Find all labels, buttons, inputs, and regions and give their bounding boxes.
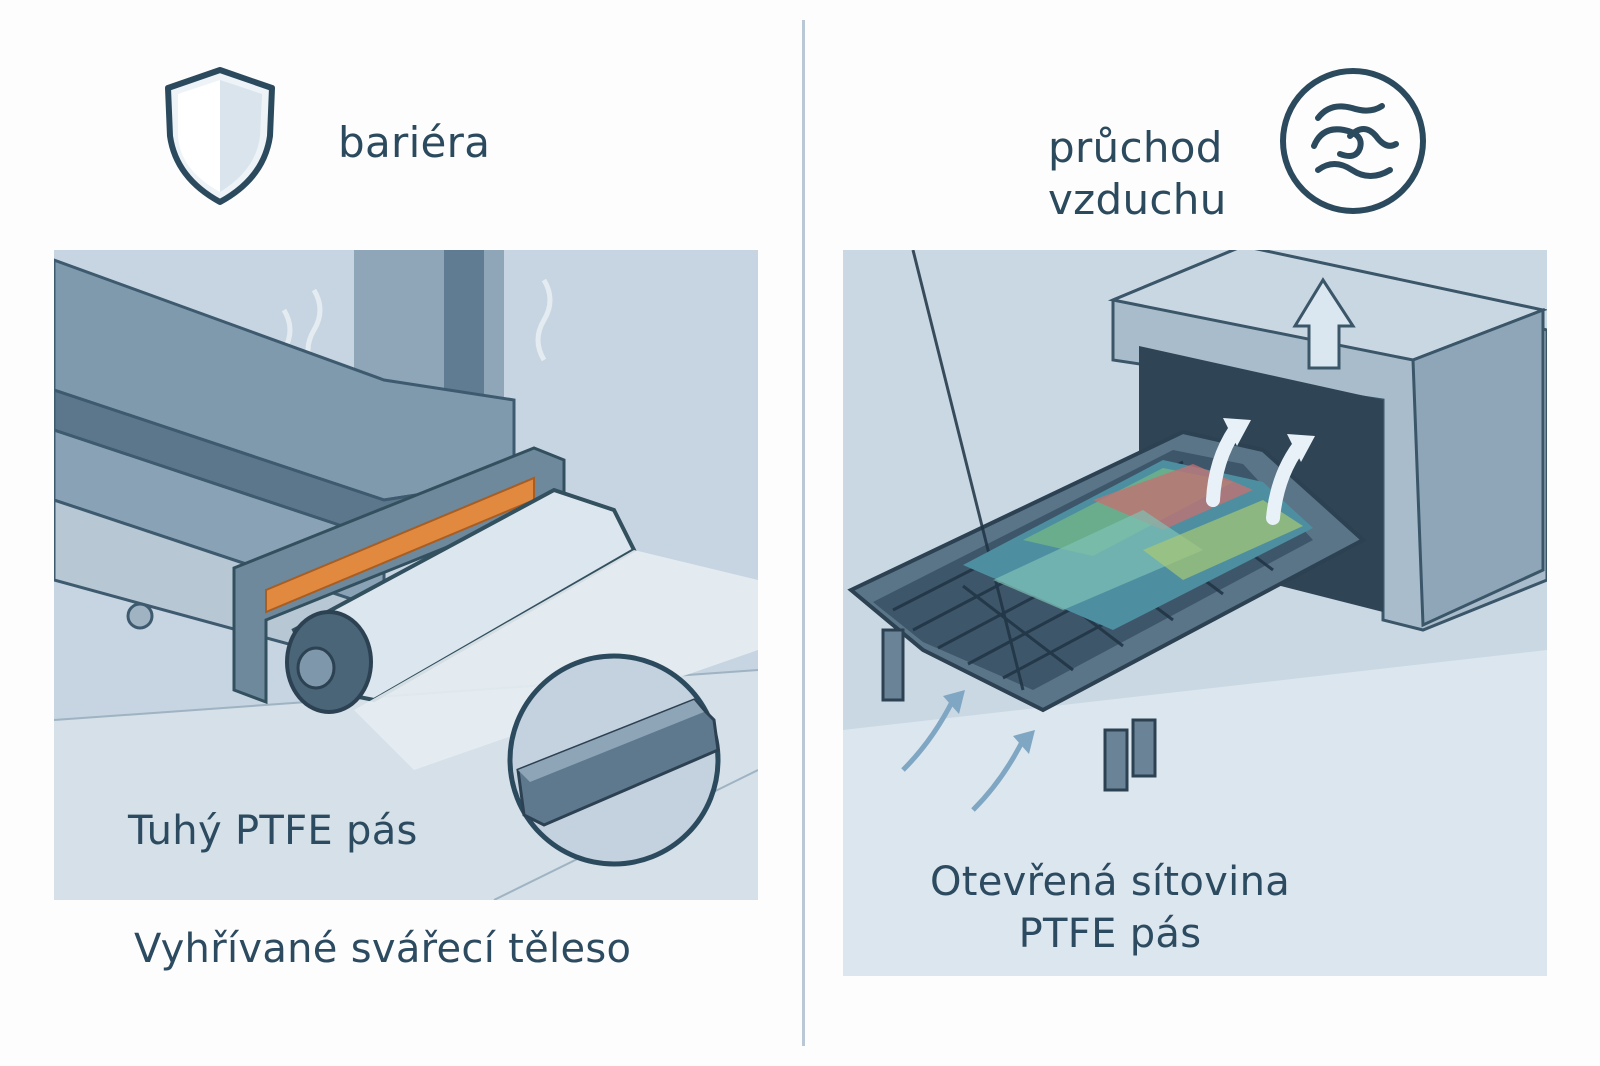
solid-belt-label: Tuhý PTFE pás [128,808,418,854]
airflow-heading-line-1: průchod [1048,123,1223,172]
center-divider [802,20,805,1046]
heated-sealer-illustration [54,250,758,900]
mesh-belt-dryer-illustration [843,250,1547,976]
mesh-belt-caption-line-1: Otevřená sítovina [929,859,1291,905]
barrier-heading: bariéra [338,118,491,167]
mesh-belt-caption: Otevřená sítovina PTFE pás [900,856,1320,960]
airflow-circle-icon [1280,68,1426,214]
airflow-heading: průchod vzduchu [1048,122,1227,226]
shield-icon [165,67,275,205]
airflow-heading-line-2: vzduchu [1048,175,1227,224]
mesh-belt-caption-line-2: PTFE pás [1018,911,1202,957]
heated-sealer-caption: Vyhřívané svářecí těleso [134,926,632,972]
